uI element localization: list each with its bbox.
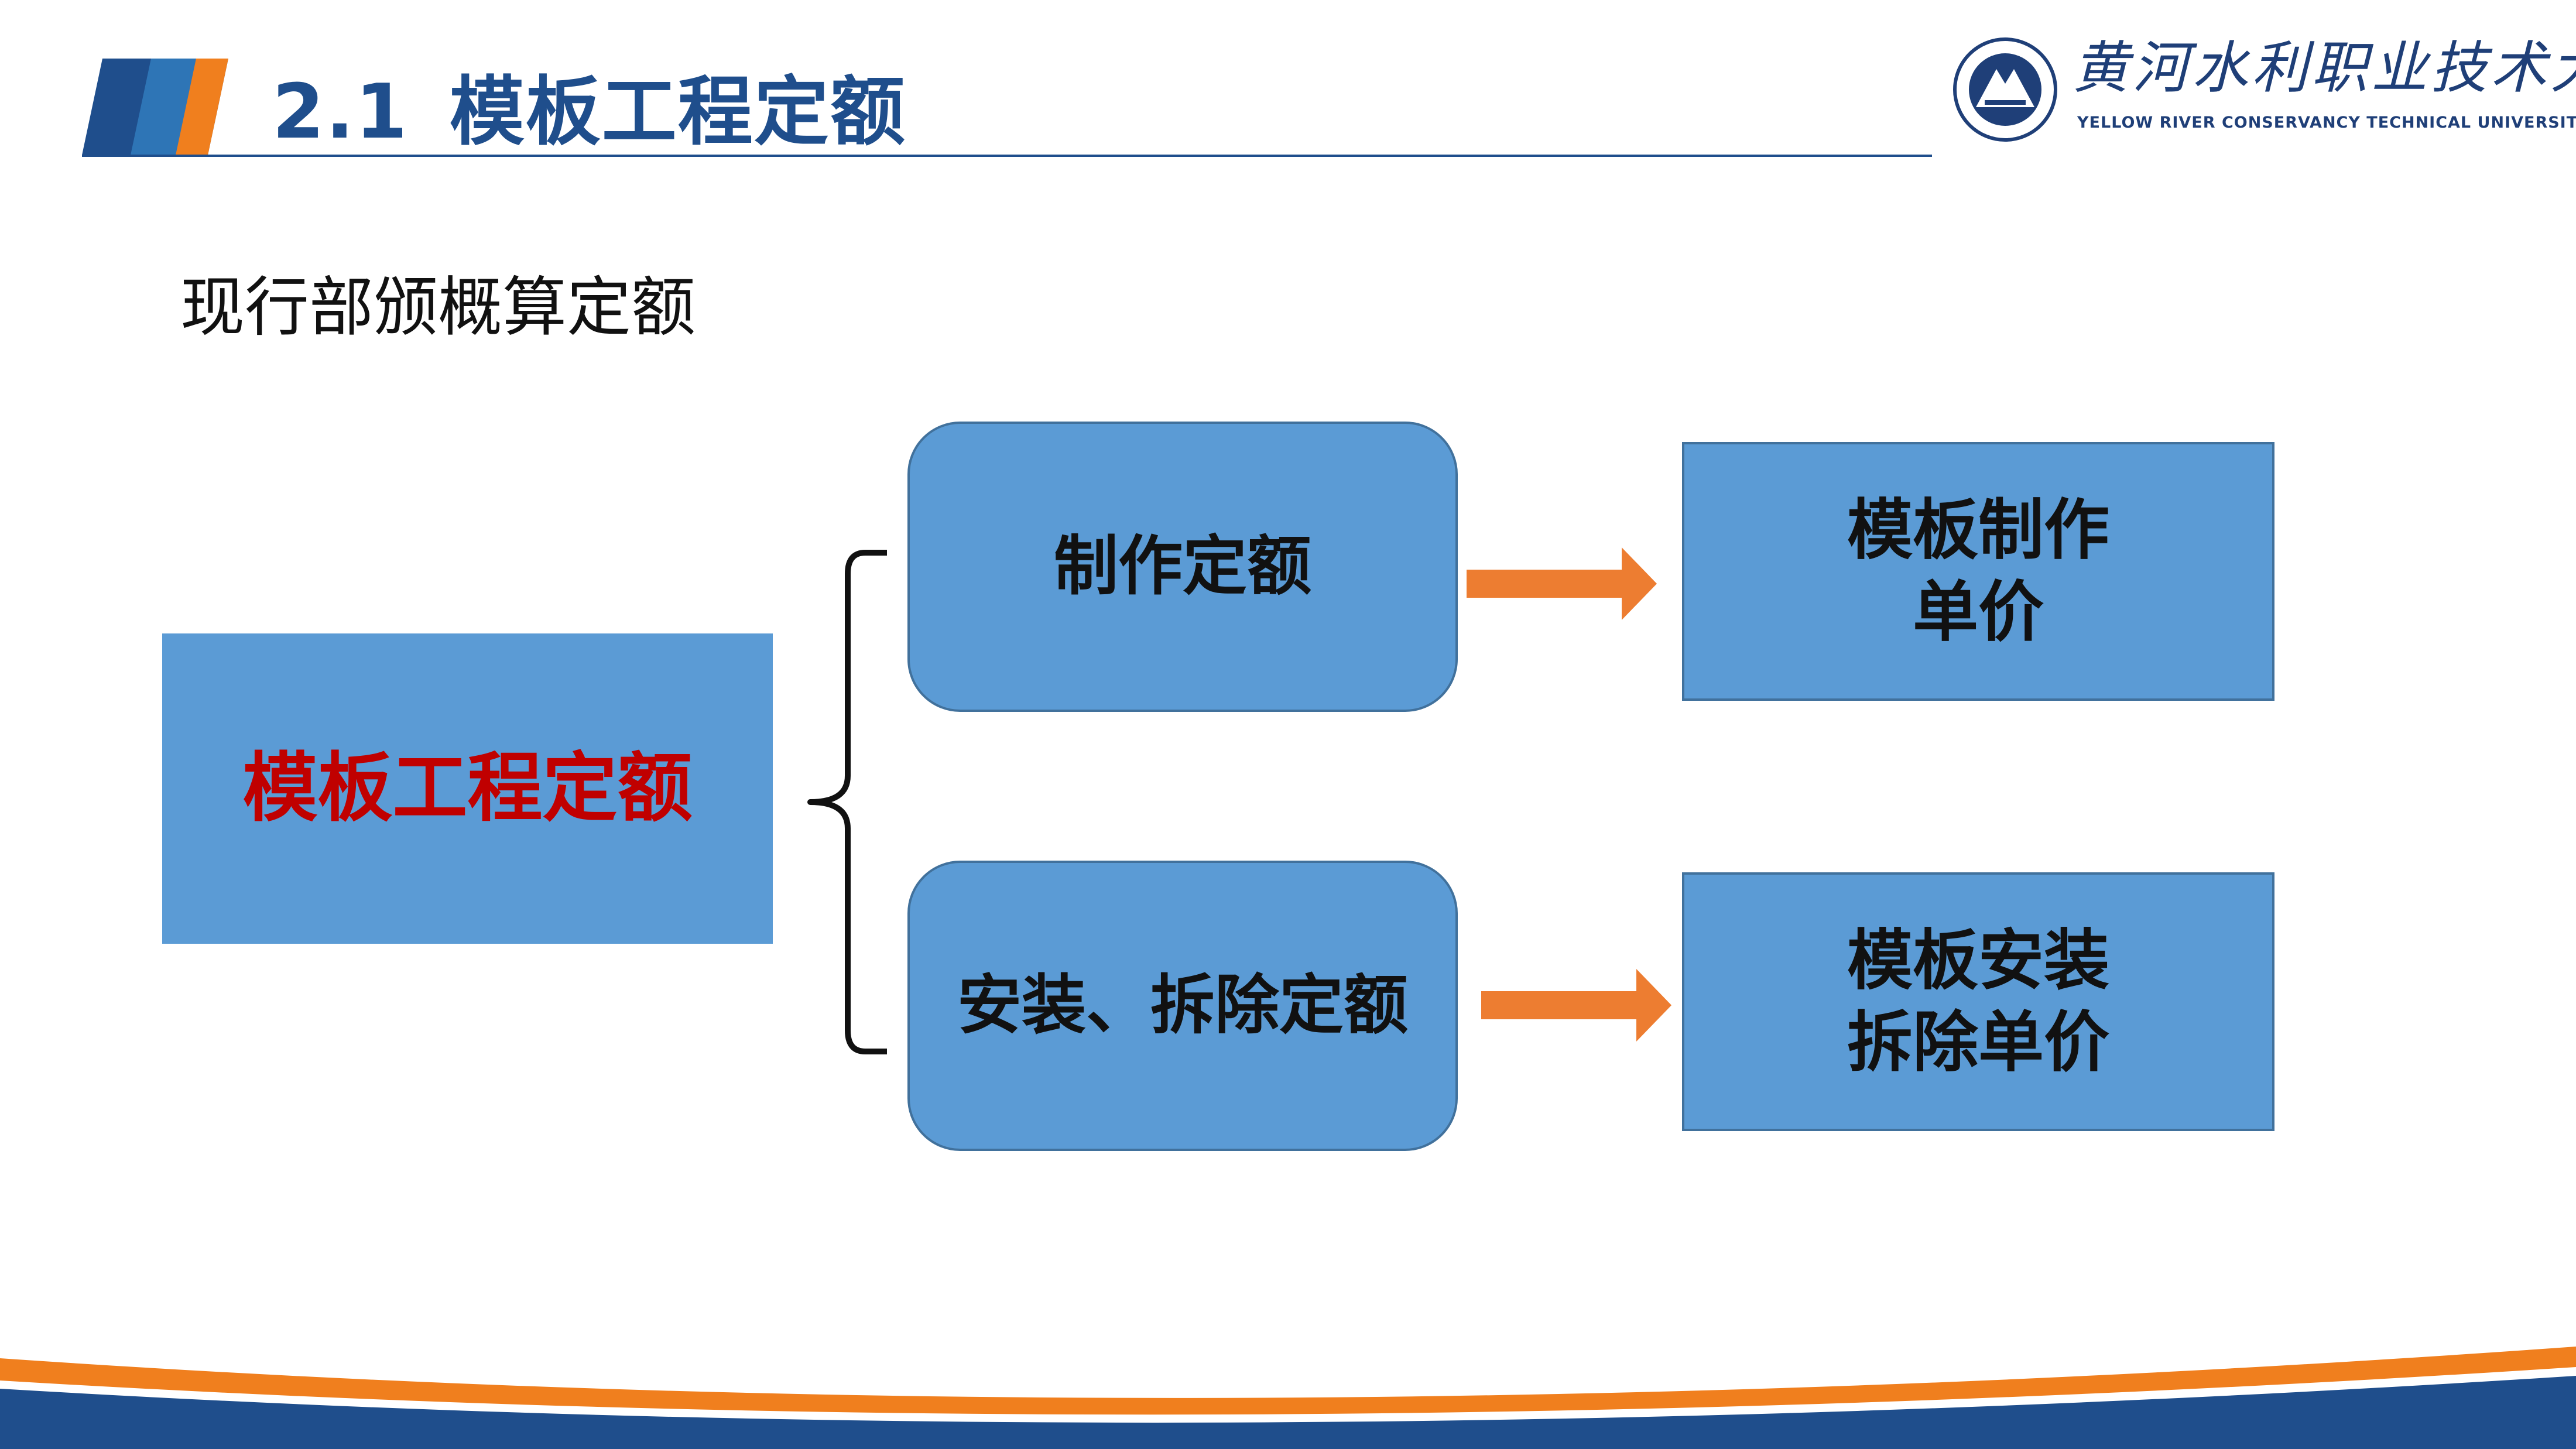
branch-box-make: 制作定额 [907, 422, 1458, 712]
university-seal-icon [1953, 37, 2057, 142]
branch-label-install: 安装、拆除定额 [957, 968, 1408, 1043]
curly-brace-connector [807, 550, 887, 1054]
root-node-box: 模板工程定额 [162, 633, 773, 944]
university-name-cn: 黄河水利职业技术大学 [2073, 35, 2576, 101]
subtitle: 现行部颁概算定额 [180, 270, 696, 345]
result-box-make-price: 模板制作 单价 [1682, 442, 2274, 701]
header-bar-orange [176, 59, 228, 155]
arrow-right-icon [1467, 547, 1657, 620]
result-line: 单价 [1913, 574, 2044, 650]
result-box-install-price: 模板安装 拆除单价 [1682, 872, 2274, 1131]
result-line: 拆除单价 [1847, 1005, 2109, 1081]
university-name-en: YELLOW RIVER CONSERVANCY TECHNICAL UNIVE… [2077, 114, 2576, 132]
result-line: 模板安装 [1847, 923, 2109, 999]
header-decoration [82, 59, 1932, 157]
root-node-label: 模板工程定额 [242, 745, 693, 832]
footer-swoosh [0, 1347, 2576, 1449]
branch-box-install: 安装、拆除定额 [907, 861, 1458, 1151]
footer-blue-band [0, 1376, 2576, 1449]
branch-label-make: 制作定额 [1054, 529, 1311, 604]
section-number: 2.1 [272, 68, 409, 156]
section-title: 模板工程定额 [449, 68, 906, 156]
result-line: 模板制作 [1847, 492, 2109, 568]
arrow-right-icon [1481, 969, 1671, 1042]
